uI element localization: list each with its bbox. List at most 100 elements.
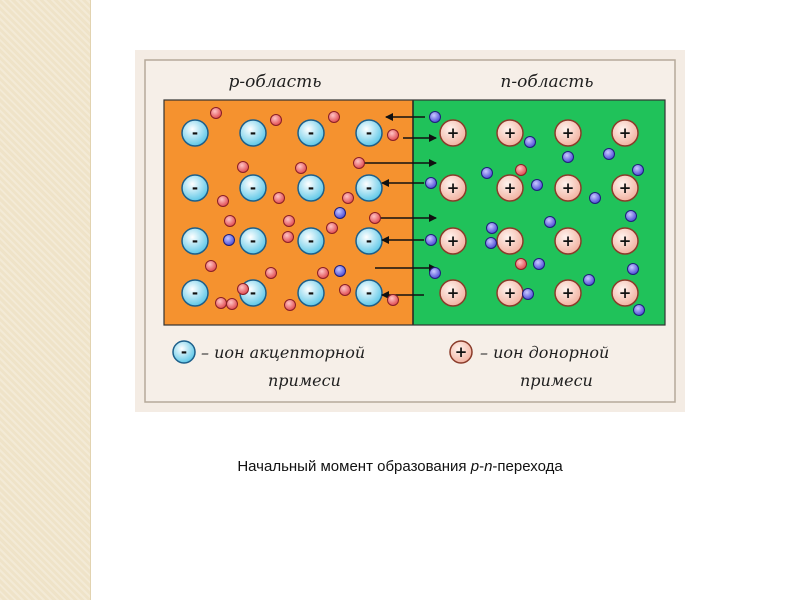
hole: [387, 129, 399, 141]
electron: [425, 177, 437, 189]
hole: [295, 162, 307, 174]
acceptor-ion-sign: -: [192, 284, 198, 302]
hole: [282, 231, 294, 243]
electron: [223, 234, 235, 246]
acceptor-ion-sign: -: [308, 284, 314, 302]
hole: [265, 267, 277, 279]
donor-ion: [439, 279, 467, 307]
n-region-title: n-область: [500, 72, 593, 92]
caption-text-end: -перехода: [492, 458, 563, 475]
donor-ion: [611, 174, 639, 202]
acceptor-ion-sign: -: [366, 179, 372, 197]
donor-ion: [439, 174, 467, 202]
hole: [339, 284, 351, 296]
caption-n: n: [484, 458, 493, 475]
donor-ion: [611, 119, 639, 147]
electron: [486, 222, 498, 234]
donor-ion-sign: +: [619, 124, 632, 142]
hole: [353, 157, 365, 169]
donor-ion: [554, 174, 582, 202]
donor-ion-sign: +: [562, 284, 575, 302]
donor-ion-sign: +: [619, 179, 632, 197]
donor-ion-sign: +: [447, 179, 460, 197]
hole: [226, 298, 238, 310]
electron: [531, 179, 543, 191]
donor-ion-sign: +: [447, 232, 460, 250]
acceptor-ion: [297, 279, 325, 307]
donor-ion-sign: +: [504, 232, 517, 250]
hole: [515, 164, 527, 176]
donor-ion-sign: +: [504, 124, 517, 142]
hole: [317, 267, 329, 279]
acceptor-ion: [355, 119, 383, 147]
electron: [583, 274, 595, 286]
hole: [224, 215, 236, 227]
donor-ion: [554, 279, 582, 307]
acceptor-ion: [239, 119, 267, 147]
caption-p: p: [470, 458, 480, 475]
decorative-side-stripe: [0, 0, 91, 600]
acceptor-ion: [297, 174, 325, 202]
hole: [515, 258, 527, 270]
caption-text-start: Начальный момент образования: [237, 458, 471, 475]
legend-donor: + – ион донорной примеси: [449, 340, 609, 390]
donor-ion-sign: +: [447, 124, 460, 142]
legend-acceptor: - – ион акцепторной примеси: [172, 340, 365, 390]
acceptor-ion-sign: -: [366, 124, 372, 142]
acceptor-ion: [297, 119, 325, 147]
acceptor-ion-sign: -: [308, 179, 314, 197]
acceptor-ion: [181, 279, 209, 307]
hole: [369, 212, 381, 224]
electron: [524, 136, 536, 148]
electron: [589, 192, 601, 204]
acceptor-ion-sign: -: [192, 232, 198, 250]
hole: [283, 215, 295, 227]
hole: [387, 294, 399, 306]
legend-acceptor-line1: – ион акцепторной: [201, 343, 365, 362]
donor-ion-sign: +: [562, 124, 575, 142]
hole: [215, 297, 227, 309]
acceptor-ion: [355, 174, 383, 202]
hole: [217, 195, 229, 207]
donor-ion-sign: +: [562, 179, 575, 197]
donor-ion-sign: +: [504, 284, 517, 302]
hole: [342, 192, 354, 204]
acceptor-ion-sign: -: [308, 232, 314, 250]
electron: [533, 258, 545, 270]
electron: [562, 151, 574, 163]
hole: [326, 222, 338, 234]
electron: [425, 234, 437, 246]
hole: [270, 114, 282, 126]
donor-ion-sign: +: [447, 284, 460, 302]
acceptor-ion: [181, 119, 209, 147]
acceptor-ion: [181, 227, 209, 255]
donor-ion: [496, 119, 524, 147]
figure-caption: Начальный момент образования p-n-переход…: [0, 458, 800, 475]
electron: [334, 265, 346, 277]
electron: [603, 148, 615, 160]
pn-junction-figure: p-область n-область ----++++----++++----…: [135, 50, 685, 412]
acceptor-ion: [181, 174, 209, 202]
electron: [627, 263, 639, 275]
legend-donor-ion: [449, 340, 473, 364]
pn-junction-diagram: p-область n-область ----++++----++++----…: [144, 59, 676, 403]
acceptor-ion: [239, 227, 267, 255]
donor-ion: [611, 227, 639, 255]
hole: [284, 299, 296, 311]
donor-ion: [554, 227, 582, 255]
electron: [544, 216, 556, 228]
donor-ion: [611, 279, 639, 307]
electron: [485, 237, 497, 249]
caption-dash: -: [479, 458, 485, 475]
hole: [205, 260, 217, 272]
acceptor-ion-sign: -: [250, 124, 256, 142]
donor-ion: [439, 227, 467, 255]
hole: [273, 192, 285, 204]
legend-acceptor-line2: примеси: [268, 371, 341, 390]
acceptor-ion-sign: -: [192, 124, 198, 142]
acceptor-ion-sign: -: [250, 232, 256, 250]
electron: [522, 288, 534, 300]
donor-ion-sign: +: [619, 284, 632, 302]
electron: [429, 111, 441, 123]
donor-ion: [439, 119, 467, 147]
